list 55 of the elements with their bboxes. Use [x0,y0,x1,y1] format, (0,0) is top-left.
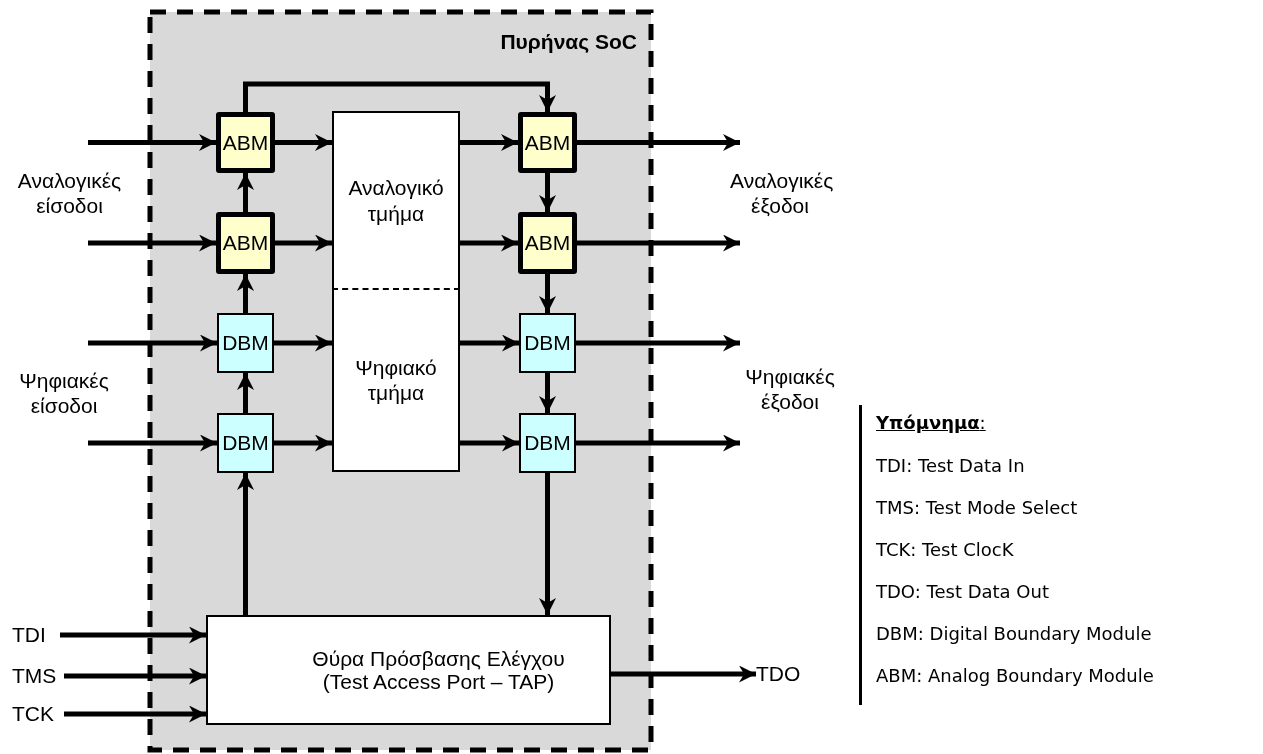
arrow [460,434,519,452]
analog-boundary-module: ABM [518,112,577,173]
arrow [60,626,206,644]
arrow [577,134,740,151]
arrow [64,667,206,685]
region-title: Πυρήνας SoC [500,30,637,54]
analog-boundary-module: ABM [518,212,577,274]
arrow [274,434,332,452]
arrow [88,334,217,352]
arrow [88,434,217,452]
arrow [88,134,216,151]
arrow [237,473,254,615]
arrow [275,234,332,252]
legend-heading: Υπόμνημα: [876,412,986,433]
arrow [275,134,332,151]
arrow [243,81,556,112]
arrow [539,373,556,413]
legend-entry: ABM: Analog Boundary Module [876,665,1154,686]
output-group-label: Ψηφιακές έξοδοι [745,364,835,415]
legend-entry: TDO: Test Data Out [876,581,1049,602]
digital-section: Ψηφιακό τμήμα [332,288,460,472]
legend-entry: TCK: Test ClocK [876,539,1014,560]
arrow [539,274,556,313]
arrow [539,173,556,212]
arrow [460,134,518,151]
arrow [611,665,756,683]
arrow [88,234,216,252]
legend-entry: TDI: Test Data In [876,455,1025,476]
digital-boundary-module: DBM [217,413,274,473]
analog-boundary-module: ABM [216,112,275,173]
arrow [576,334,740,352]
arrow [64,705,206,723]
pin-label: TDO [756,660,812,688]
arrow [576,434,740,452]
arrow [237,373,254,413]
arrow [577,234,740,252]
digital-boundary-module: DBM [519,413,576,473]
input-group-label: Αναλογικές είσοδοι [16,168,123,219]
legend-entry: TMS: Test Mode Select [876,497,1078,518]
arrow [237,274,254,313]
analog-boundary-module: ABM [216,212,275,274]
legend-entry: DBM: Digital Boundary Module [876,623,1152,644]
pin-label: TDI [12,622,60,648]
digital-boundary-module: DBM [519,313,576,373]
test-access-port-box: Θύρα Πρόσβασης Ελέγχου (Test Access Port – TAP) [206,615,611,725]
arrow [460,334,519,352]
digital-boundary-module: DBM [217,313,274,373]
pin-label: TCK [12,700,64,728]
arrow [539,473,556,615]
input-group-label: Ψηφιακές είσοδοι [18,368,110,419]
pin-label: TMS [12,662,64,690]
arrow [274,334,332,352]
arrow [237,173,254,212]
analog-section: Αναλογικό τμήμα [332,111,460,288]
arrow [460,234,518,252]
